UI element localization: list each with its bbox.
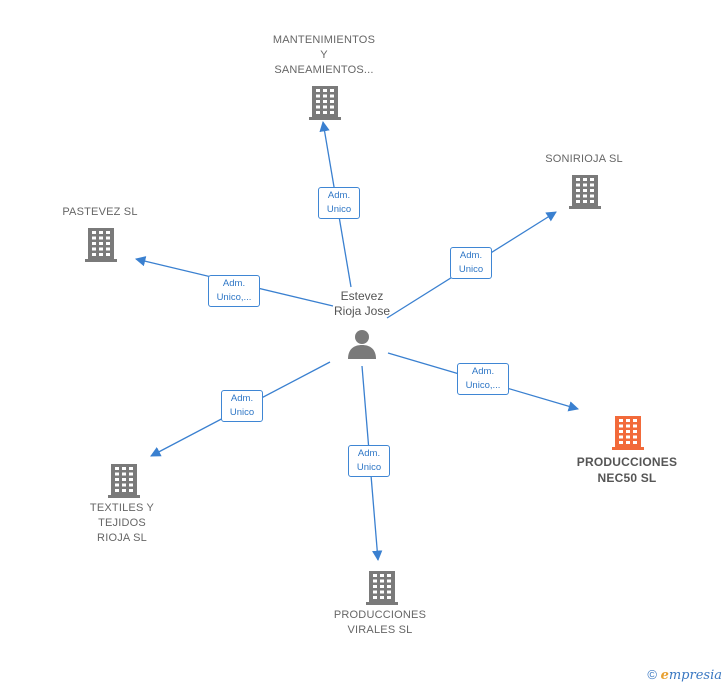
brand-initial: e <box>660 668 669 683</box>
company-label-line: PRODUCCIONES <box>576 455 678 469</box>
company-label-textiles[interactable]: TEXTILES Y TEJIDOS RIOJA SL <box>62 501 182 546</box>
relation-label-textiles[interactable]: Adm. Unico <box>221 390 263 422</box>
company-label-sonirioja[interactable]: SONIRIOJA SL <box>524 152 644 167</box>
building-icon[interactable] <box>85 226 117 267</box>
footer-credit[interactable]: © empresia <box>647 667 722 683</box>
person-icon[interactable] <box>346 328 378 360</box>
building-icon[interactable] <box>569 173 601 214</box>
building-icon[interactable] <box>309 84 341 125</box>
relation-type: Unico,... <box>465 380 501 391</box>
relation-label-pastevez[interactable]: Adm. Unico,... <box>208 275 260 307</box>
relation-role: Adm. <box>471 366 495 377</box>
relation-label-mantenimientos[interactable]: Adm. Unico <box>318 187 360 219</box>
relation-role: Adm. <box>230 393 254 404</box>
relation-type: Unico <box>229 407 255 418</box>
company-label-line: RIOJA SL <box>97 532 147 544</box>
company-label-line: SONIRIOJA SL <box>545 153 623 165</box>
relation-role: Adm. <box>327 190 351 201</box>
copyright-symbol: © <box>647 667 657 682</box>
company-label-line: VIRALES SL <box>347 624 413 636</box>
relation-label-producciones-virales[interactable]: Adm. Unico <box>348 445 390 477</box>
person-name-line1: Estevez <box>340 289 384 303</box>
relation-type: Unico <box>458 264 484 275</box>
relation-type: Unico <box>326 204 352 215</box>
person-name-line2: Rioja Jose <box>333 304 391 318</box>
brand-logo: empresia <box>661 668 722 683</box>
person-name[interactable]: Estevez Rioja Jose <box>312 289 412 319</box>
company-label-producciones-virales[interactable]: PRODUCCIONES VIRALES SL <box>320 608 440 638</box>
relation-role: Adm. <box>222 278 246 289</box>
company-label-pastevez[interactable]: PASTEVEZ SL <box>40 205 160 220</box>
company-label-line: Y <box>320 49 328 61</box>
building-icon[interactable] <box>108 462 140 503</box>
company-label-line: TEJIDOS <box>98 517 146 529</box>
company-label-mantenimientos[interactable]: MANTENIMIENTOS Y SANEAMIENTOS... <box>254 33 394 78</box>
relation-role: Adm. <box>357 448 381 459</box>
company-label-line: PASTEVEZ SL <box>62 206 138 218</box>
company-label-producciones-nec50[interactable]: PRODUCCIONES NEC50 SL <box>562 454 692 486</box>
company-label-line: PRODUCCIONES <box>333 609 427 621</box>
building-icon[interactable] <box>612 414 644 455</box>
company-label-line: SANEAMIENTOS... <box>274 64 374 76</box>
relation-label-sonirioja[interactable]: Adm. Unico <box>450 247 492 279</box>
company-label-line: NEC50 SL <box>597 471 657 485</box>
relation-label-producciones-nec50[interactable]: Adm. Unico,... <box>457 363 509 395</box>
brand-name: mpresia <box>668 668 722 683</box>
relation-role: Adm. <box>459 250 483 261</box>
company-label-line: TEXTILES Y <box>89 502 155 514</box>
relation-type: Unico <box>356 462 382 473</box>
relation-type: Unico,... <box>216 292 252 303</box>
company-label-line: MANTENIMIENTOS <box>272 34 376 46</box>
building-icon[interactable] <box>366 569 398 610</box>
